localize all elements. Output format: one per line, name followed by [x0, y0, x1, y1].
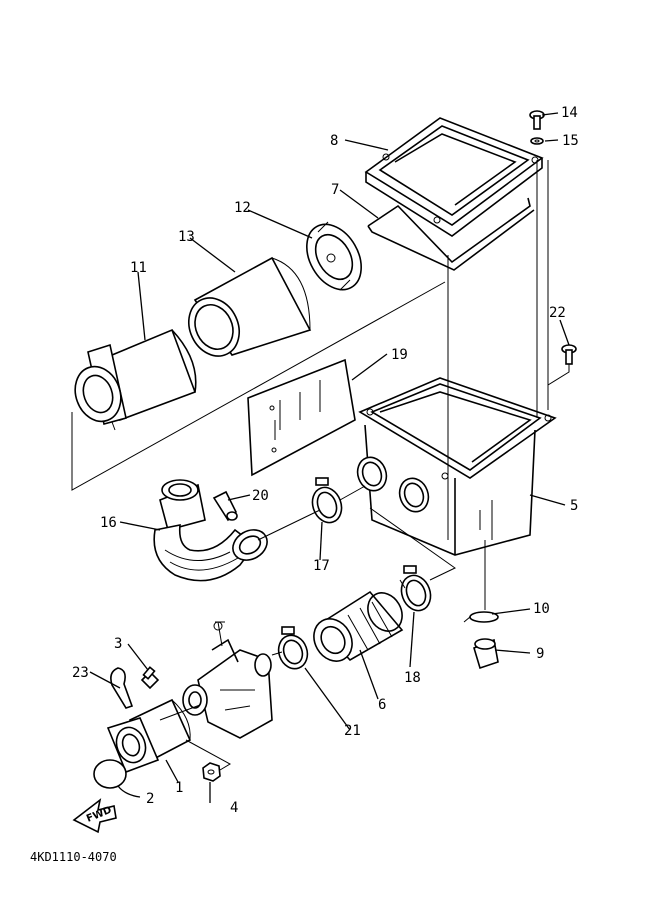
- part-17-clamp[interactable]: [308, 477, 347, 527]
- part-9-bracket[interactable]: [473, 638, 499, 670]
- part-4-nut[interactable]: [202, 762, 221, 782]
- callout-16: 16: [100, 515, 117, 531]
- part-11-inner-filter[interactable]: [68, 328, 197, 431]
- callout-18: 18: [404, 670, 421, 686]
- part-21-clamp[interactable]: [274, 626, 312, 673]
- callout-2: 2: [146, 791, 154, 807]
- part-6-joint[interactable]: [306, 587, 408, 668]
- duct-guide-lines: [257, 485, 366, 541]
- part-20-drain[interactable]: [212, 490, 238, 522]
- part-13-outer-filter[interactable]: [180, 256, 312, 364]
- callout-22: 22: [549, 305, 566, 321]
- nut-guide-lines: [159, 704, 232, 771]
- callout-8: 8: [330, 133, 338, 149]
- part-2-gasket[interactable]: [93, 759, 127, 789]
- carburetor[interactable]: [182, 621, 273, 739]
- part-16-intake-duct[interactable]: [153, 479, 272, 582]
- callout-17: 17: [313, 558, 330, 574]
- callout-11: 11: [130, 260, 147, 276]
- guide-lines-cover: [447, 160, 549, 418]
- part-8-cover[interactable]: [364, 117, 544, 237]
- part-14-screw[interactable]: [529, 110, 545, 130]
- part-23-clip[interactable]: [110, 667, 134, 709]
- part-5-airbox-case[interactable]: [353, 377, 557, 556]
- callout-7: 7: [331, 182, 339, 198]
- callout-20: 20: [252, 488, 269, 504]
- part-7-gasket[interactable]: [367, 197, 535, 271]
- part-12-filter-cap[interactable]: [296, 215, 373, 300]
- part-19-seal[interactable]: [247, 358, 356, 477]
- fwd-arrow-icon: FWD: [72, 798, 117, 834]
- part-3-screw[interactable]: [140, 666, 160, 690]
- callout-3: 3: [114, 636, 122, 652]
- callout-6: 6: [378, 697, 386, 713]
- callout-15: 15: [562, 133, 579, 149]
- callout-5: 5: [570, 498, 578, 514]
- callout-9: 9: [536, 646, 544, 662]
- part-10-clip[interactable]: [463, 611, 499, 623]
- part-15-washer[interactable]: [530, 137, 544, 145]
- drawing-code: 4KD1110-4070: [30, 850, 117, 864]
- callout-14: 14: [561, 105, 578, 121]
- filter-group-plane: [71, 281, 446, 491]
- part-22-bolt[interactable]: [547, 344, 577, 386]
- callout-21: 21: [344, 723, 361, 739]
- part-18-clamp[interactable]: [397, 565, 436, 615]
- callout-10: 10: [533, 601, 550, 617]
- callout-12: 12: [234, 200, 251, 216]
- callout-labels: 1 2 3 4 5 6 7 8 9 10 11 12 13 14 15 16 1…: [72, 105, 579, 816]
- callout-1: 1: [175, 780, 183, 796]
- callout-4: 4: [230, 800, 238, 816]
- callout-23: 23: [72, 665, 89, 681]
- leader-lines: [89, 112, 570, 803]
- part-1-manifold[interactable]: [106, 698, 192, 774]
- callout-19: 19: [391, 347, 408, 363]
- carb-guide-lines: [271, 507, 486, 656]
- callout-13: 13: [178, 229, 195, 245]
